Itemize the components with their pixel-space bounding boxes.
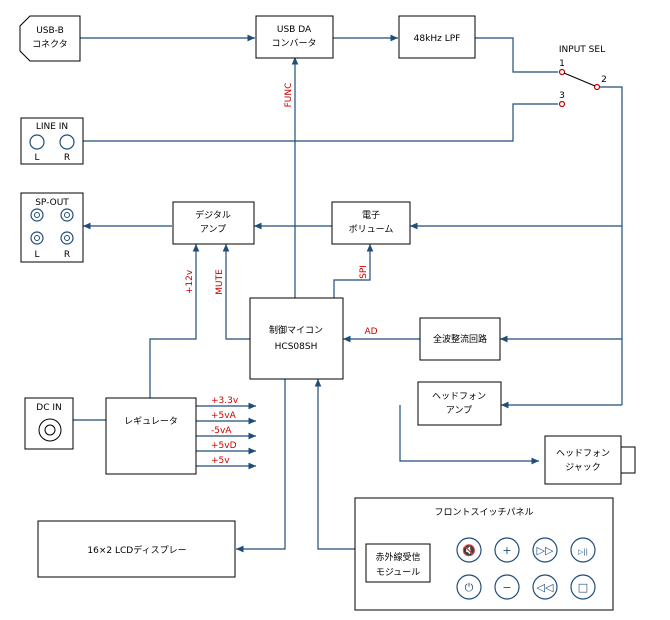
sel-2-label: 2	[601, 75, 607, 85]
lpf-label: 48kHz LPF	[414, 34, 461, 44]
mute-icon: 🔇	[456, 537, 482, 563]
rail-label-5vd: +5vD	[211, 441, 237, 451]
headphone-amp: ヘッドフォン アンプ	[417, 381, 502, 426]
sel-contact-3	[558, 100, 566, 108]
func-signal-label: FUNC	[284, 83, 294, 108]
mcu-block: 制御マイコン HCS08SH	[249, 297, 344, 380]
rail-label-minus5va: -5vA	[211, 426, 232, 436]
svg-text:□: □	[578, 581, 588, 594]
rectifier-block: 全波整流回路	[419, 317, 501, 361]
usb-b-label-1: USB-B	[36, 26, 64, 36]
mute-signal-label: MUTE	[215, 269, 225, 295]
minus-icon: −	[494, 574, 520, 600]
line-in-label: LINE IN	[36, 122, 68, 132]
power-icon: ⏻	[456, 574, 482, 600]
dc-in-label: DC IN	[36, 403, 61, 413]
front-panel-label: フロントスイッチパネル	[434, 507, 533, 518]
svg-text:▷||: ▷||	[578, 548, 588, 556]
electronic-volume: 電子 ボリューム	[331, 201, 411, 245]
rail-label-3v3: +3.3v	[211, 396, 239, 406]
digital-amp-label-1: デジタル	[195, 209, 231, 221]
wire-linein-to-sel3	[83, 103, 558, 142]
hp-jack-label-1: ヘッドフォン	[556, 449, 610, 459]
wire-hpamp-to-jack	[399, 405, 539, 465]
svg-text:🔇: 🔇	[462, 544, 476, 557]
headphone-jack: ヘッドフォン ジャック	[544, 435, 636, 485]
svg-text:⏻: ⏻	[465, 581, 474, 594]
wire-lpf-to-sel1	[475, 37, 558, 73]
sp-out-r-label: R	[64, 250, 70, 260]
regulator-label: レギュレータ	[124, 416, 178, 427]
sel-lever	[563, 72, 596, 87]
wire-ir-to-mcu	[314, 379, 366, 550]
lpf-block: 48kHz LPF	[398, 15, 476, 59]
usb-da-label-1: USB DA	[277, 25, 312, 35]
sel-contact-2	[593, 83, 601, 91]
wire-12v	[149, 244, 200, 398]
play-pause-icon: ▷||	[570, 537, 596, 563]
sel-contact-1	[558, 68, 566, 76]
line-in-l-label: L	[34, 153, 39, 163]
ad-signal-label: AD	[364, 327, 377, 337]
line-in-jack-l	[29, 134, 45, 150]
plus-icon: +	[494, 537, 520, 563]
rail-label-5va: +5vA	[211, 411, 237, 421]
lcd-label: 16×2 LCDディスプレー	[87, 544, 186, 556]
line-in-jack-r	[59, 134, 75, 150]
lcd-display: 16×2 LCDディスプレー	[37, 520, 236, 578]
digital-amp-label-2: アンプ	[200, 224, 226, 235]
hp-amp-label-1: ヘッドフォン	[432, 392, 486, 402]
stop-icon: □	[570, 574, 596, 600]
front-switch-panel: フロントスイッチパネル 赤外線受信 モジュール 🔇 + ▷▷ ▷|| ⏻ − ◁◁ □	[354, 497, 614, 611]
usb-da-label-2: コンバータ	[271, 38, 316, 49]
wire-mcu-to-lcd	[236, 379, 286, 553]
regulator-block: レギュレータ	[105, 397, 197, 475]
ir-module-label-1: 赤外線受信	[375, 551, 420, 563]
line-in-connector: LINE IN L R	[20, 117, 84, 165]
ir-module-label-2: モジュール	[376, 568, 420, 578]
sel-3-label: 3	[559, 91, 565, 101]
connections	[73, 34, 623, 553]
line-in-r-label: R	[64, 153, 70, 163]
v12-signal-label: +12v	[185, 269, 195, 294]
rectifier-label: 全波整流回路	[433, 333, 487, 345]
mcu-label-2: HCS08SH	[275, 342, 318, 352]
mcu-label-1: 制御マイコン	[269, 324, 323, 336]
wire-spi	[333, 244, 374, 298]
hp-jack-label-2: ジャック	[565, 462, 601, 473]
svg-text:◁◁: ◁◁	[537, 581, 554, 594]
svg-text:−: −	[502, 581, 511, 594]
svg-text:▷▷: ▷▷	[537, 544, 554, 557]
spi-signal-label: SPI	[359, 265, 369, 279]
hp-amp-label-2: アンプ	[446, 405, 472, 416]
e-volume-label-1: 電子	[362, 210, 380, 221]
fast-forward-icon: ▷▷	[532, 537, 558, 563]
rail-label-5v: +5v	[211, 456, 230, 466]
power-rails: +3.3v +5vA -5vA +5vD +5v	[211, 396, 239, 466]
sp-out-l-label: L	[34, 250, 39, 260]
usb-b-connector: USB-B コネクタ	[19, 15, 81, 62]
sp-out-label: SP-OUT	[35, 198, 69, 208]
wire-sel-bus	[600, 86, 623, 405]
ir-module-box	[365, 543, 431, 583]
sel-1-label: 1	[559, 59, 565, 69]
input-selector: INPUT SEL 1 2 3	[558, 45, 607, 108]
sp-out-connector: SP-OUT L R	[20, 192, 84, 263]
usb-da-converter: USB DA コンバータ	[255, 15, 334, 59]
dc-in-connector: DC IN	[24, 397, 74, 450]
input-sel-label: INPUT SEL	[559, 45, 605, 55]
panel-buttons: 🔇 + ▷▷ ▷|| ⏻ − ◁◁ □	[456, 537, 596, 600]
wire-mute	[222, 244, 250, 340]
usb-b-label-2: コネクタ	[32, 39, 68, 50]
digital-amp: デジタル アンプ	[172, 201, 255, 245]
e-volume-label-2: ボリューム	[349, 224, 394, 235]
svg-text:+: +	[502, 544, 511, 557]
rewind-icon: ◁◁	[532, 574, 558, 600]
